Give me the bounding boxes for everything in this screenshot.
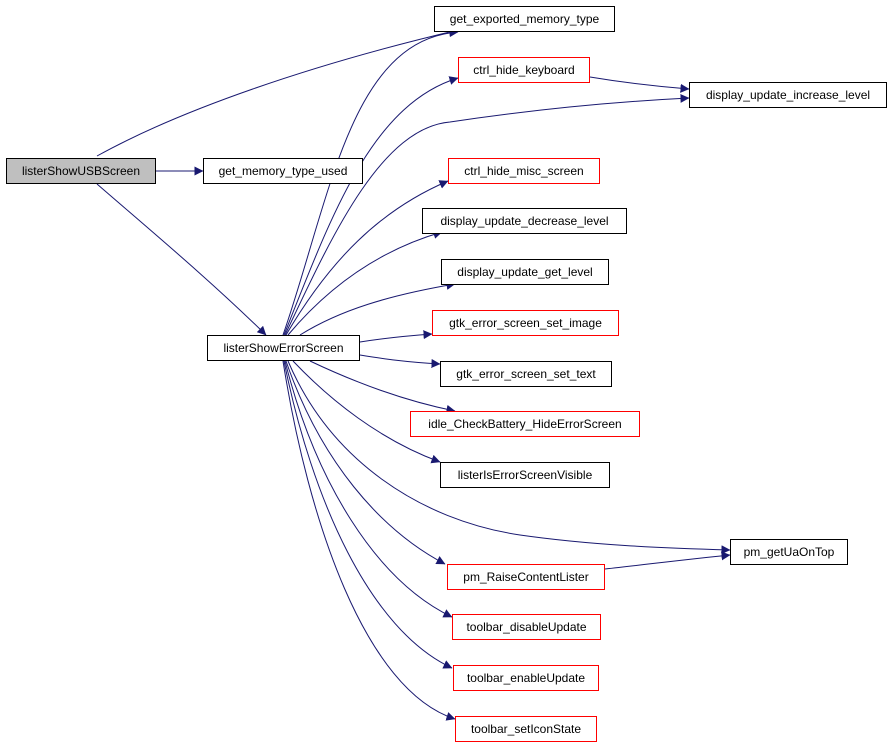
node-ctrl_hide_keyboard[interactable]: ctrl_hide_keyboard [458, 57, 590, 83]
node-get_exported_memory_type[interactable]: get_exported_memory_type [434, 6, 615, 32]
node-listerShowUSBScreen[interactable]: listerShowUSBScreen [6, 158, 156, 184]
node-label: get_memory_type_used [218, 164, 348, 178]
node-label: gtk_error_screen_set_image [449, 316, 602, 330]
node-label: pm_getUaOnTop [743, 545, 835, 559]
edge-listerShowErrorScreen-to-display_update_increase_level [284, 93, 690, 336]
node-pm_RaiseContentLister[interactable]: pm_RaiseContentLister [447, 564, 605, 590]
node-label: listerIsErrorScreenVisible [457, 468, 593, 482]
node-label: get_exported_memory_type [449, 12, 600, 26]
node-label: idle_CheckBattery_HideErrorScreen [428, 417, 622, 431]
node-label: gtk_error_screen_set_text [456, 367, 596, 381]
edge-listerShowErrorScreen-to-toolbar_enableUpdate [283, 360, 453, 669]
node-get_memory_type_used[interactable]: get_memory_type_used [203, 158, 363, 184]
node-display_update_get_level[interactable]: display_update_get_level [441, 259, 609, 285]
node-listerIsErrorScreenVisible[interactable]: listerIsErrorScreenVisible [440, 462, 610, 488]
edge-listerShowErrorScreen-to-display_update_decrease_level [287, 230, 443, 336]
node-label: ctrl_hide_misc_screen [464, 164, 584, 178]
node-label: display_update_decrease_level [440, 214, 609, 228]
edge-listerShowErrorScreen-to-display_update_get_level [299, 280, 456, 336]
node-label: toolbar_setIconState [470, 722, 582, 736]
edge-listerShowErrorScreen-to-gtk_error_screen_set_text [359, 354, 441, 369]
node-ctrl_hide_misc_screen[interactable]: ctrl_hide_misc_screen [448, 158, 600, 184]
node-toolbar_disableUpdate[interactable]: toolbar_disableUpdate [452, 614, 601, 640]
edge-listerShowErrorScreen-to-listerIsErrorScreenVisible [292, 360, 441, 464]
node-label: toolbar_enableUpdate [466, 671, 586, 685]
edge-listerShowErrorScreen-to-ctrl_hide_keyboard [283, 76, 459, 336]
edge-listerShowErrorScreen-to-get_exported_memory_type [282, 28, 459, 336]
node-label: display_update_get_level [457, 265, 593, 279]
node-gtk_error_screen_set_text[interactable]: gtk_error_screen_set_text [440, 361, 612, 387]
edge-listerShowErrorScreen-to-idle_CheckBattery_HideErrorScreen [309, 360, 456, 414]
edge-ctrl_hide_keyboard-to-display_update_increase_level [589, 76, 690, 93]
node-label: toolbar_disableUpdate [466, 620, 587, 634]
edge-listerShowErrorScreen-to-pm_getUaOnTop [287, 360, 731, 555]
edge-listerShowUSBScreen-to-listerShowErrorScreen [96, 183, 267, 336]
node-toolbar_setIconState[interactable]: toolbar_setIconState [455, 716, 597, 742]
edge-listerShowErrorScreen-to-gtk_error_screen_set_image [359, 330, 433, 343]
node-toolbar_enableUpdate[interactable]: toolbar_enableUpdate [453, 665, 599, 691]
node-label: listerShowErrorScreen [223, 341, 344, 355]
node-pm_getUaOnTop[interactable]: pm_getUaOnTop [730, 539, 848, 565]
node-label: ctrl_hide_keyboard [473, 63, 575, 77]
node-gtk_error_screen_set_image[interactable]: gtk_error_screen_set_image [432, 310, 619, 336]
node-label: listerShowUSBScreen [21, 164, 141, 178]
edge-listerShowErrorScreen-to-ctrl_hide_misc_screen [285, 180, 449, 336]
edge-listerShowErrorScreen-to-toolbar_disableUpdate [284, 360, 453, 618]
node-display_update_decrease_level[interactable]: display_update_decrease_level [422, 208, 627, 234]
node-idle_CheckBattery_HideErrorScreen[interactable]: idle_CheckBattery_HideErrorScreen [410, 411, 640, 437]
node-display_update_increase_level[interactable]: display_update_increase_level [689, 82, 887, 108]
edge-pm_RaiseContentLister-to-pm_getUaOnTop [604, 551, 731, 570]
edge-listerShowErrorScreen-to-toolbar_setIconState [282, 360, 456, 721]
node-label: pm_RaiseContentLister [463, 570, 589, 584]
node-label: display_update_increase_level [705, 88, 871, 102]
edge-listerShowErrorScreen-to-pm_RaiseContentLister [285, 360, 446, 565]
node-listerShowErrorScreen[interactable]: listerShowErrorScreen [207, 335, 360, 361]
edge-listerShowUSBScreen-to-get_exported_memory_type [96, 27, 459, 157]
